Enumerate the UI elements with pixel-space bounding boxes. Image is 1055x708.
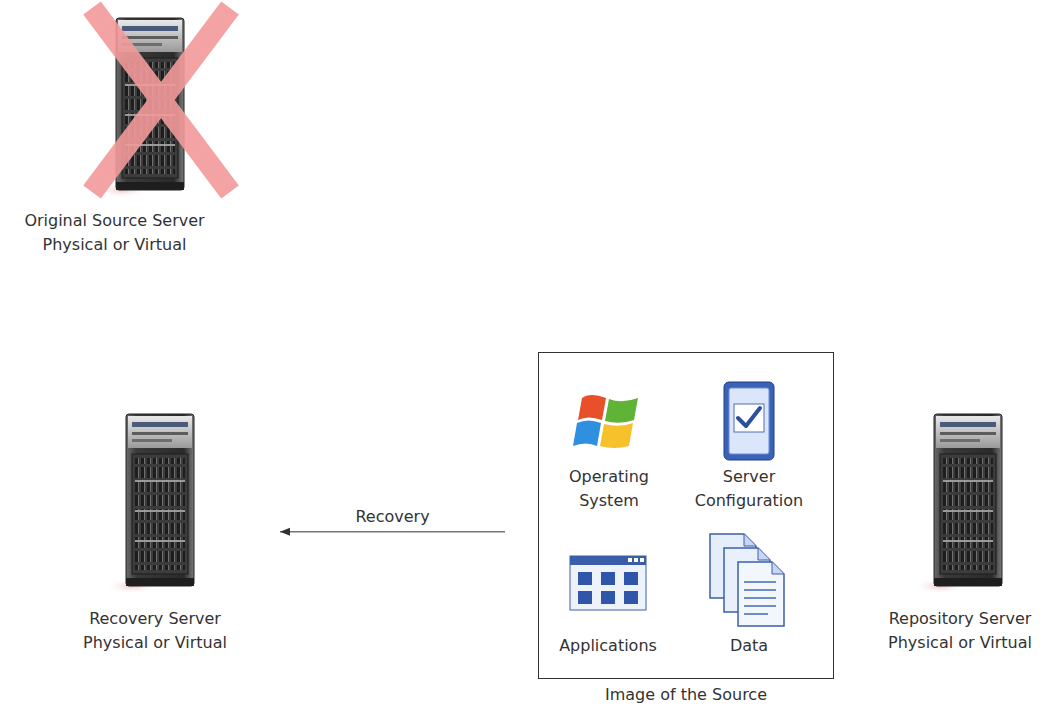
server-icon	[914, 414, 1002, 594]
connector-arrow	[280, 528, 505, 536]
image-box: Image of the SourceOperating SystemServe…	[538, 352, 834, 679]
node-label: Server Configuration	[684, 465, 814, 513]
connector-label: Recovery	[352, 507, 432, 527]
image-part: Server Configuration	[684, 381, 814, 513]
server-node: Recovery Server Physical or Virtual	[70, 410, 240, 655]
node-label: Original Source Server Physical or Virtu…	[7, 209, 222, 257]
server-node: Original Source Server Physical or Virtu…	[7, 15, 222, 257]
data-icon	[710, 534, 784, 626]
image-part: Applications	[543, 553, 673, 658]
node-label: Operating System	[559, 465, 659, 513]
cross-mark	[92, 8, 230, 192]
configuration-icon	[724, 382, 774, 460]
server-icon	[106, 414, 194, 594]
node-label: Repository Server Physical or Virtual	[875, 607, 1045, 655]
box-caption: Image of the Source	[499, 686, 873, 704]
image-part: Data	[699, 536, 799, 658]
image-part: Operating System	[559, 389, 659, 513]
server-node: Repository Server Physical or Virtual	[875, 410, 1045, 655]
applications-icon	[570, 556, 646, 610]
node-label: Data	[699, 634, 799, 658]
node-label: Applications	[543, 634, 673, 658]
node-label: Recovery Server Physical or Virtual	[70, 607, 240, 655]
os-icon	[573, 395, 638, 448]
